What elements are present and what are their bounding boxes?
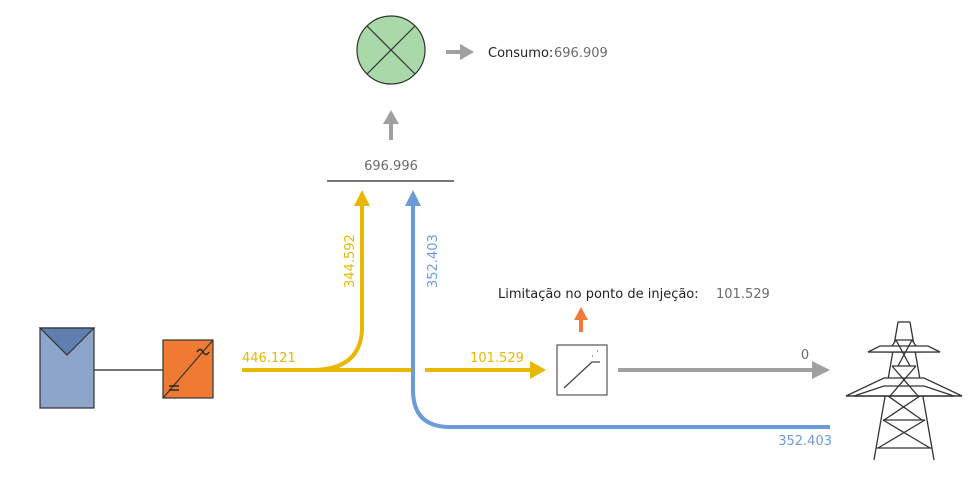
grid-supply-value: 352.403 [778,434,832,449]
limitation-label: Limitação no ponto de injeção: [498,287,699,302]
grid-flow-lines [405,190,830,429]
consumption-label: Consumo: [488,46,553,61]
load-busbar-value: 696.996 [364,159,418,174]
limiter-to-grid-arrow [618,361,830,379]
inverter-icon [162,339,214,399]
feed-in-limiter-icon [556,344,608,396]
consumption-arrow [446,44,474,60]
pv-to-load-value: 344.592 [343,234,358,288]
pv-flow-lines [242,190,546,379]
lamp-icon [356,15,426,85]
limiter-to-grid-value: 0 [801,348,809,363]
pv-total-value: 446.121 [242,351,296,366]
consumption-value: 696.909 [554,46,608,61]
limitation-arrow [574,307,588,332]
pv-to-limiter-value: 101.529 [470,351,524,366]
transmission-tower-icon [845,321,963,461]
grid-to-load-value: 352.403 [426,234,441,288]
solar-panel-icon [38,327,96,409]
limitation-value: 101.529 [716,287,770,302]
busbar-to-load-arrow [383,110,399,140]
